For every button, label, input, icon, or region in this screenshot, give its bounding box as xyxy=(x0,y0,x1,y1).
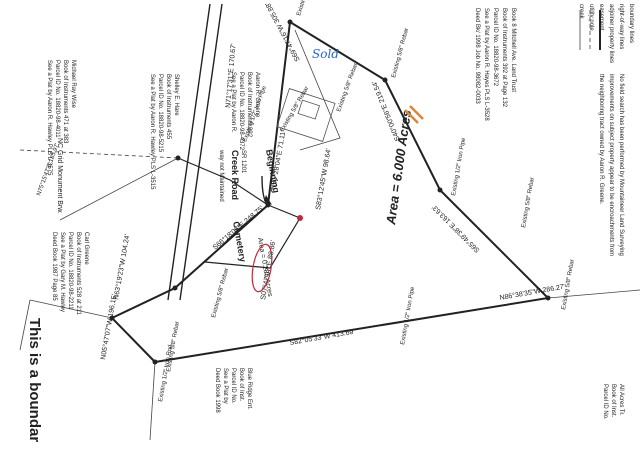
svg-text:Book of Inst.: Book of Inst. xyxy=(238,368,244,402)
adjoiner-carl-greene: Carl Greene Book of Instruments 528 at 2… xyxy=(51,232,89,316)
svg-text:Deed Bk/ 1998 Job No. 98082-00: Deed Bk/ 1998 Job No. 98082-0033 xyxy=(474,8,480,104)
svg-text:Deed Book 1987 Page 85: Deed Book 1987 Page 85 xyxy=(51,232,57,301)
svg-text:See a Plat by Aaron R. Hayes P: See a Plat by Aaron R. Hayes PLS L-3528 xyxy=(483,8,489,121)
svg-text:See a Plat by Aaron R. Hawley: See a Plat by Aaron R. Hawley PLS L-3515 xyxy=(149,74,155,190)
svg-text:N05°47'07"W 196.15': N05°47'07"W 196.15' xyxy=(99,294,118,361)
legend-item: creek xyxy=(578,4,584,20)
svg-text:Existing 5/8" Rebar: Existing 5/8" Rebar xyxy=(336,63,359,113)
rust-mark xyxy=(404,109,419,124)
adjoiner-blue-ridge: Blue Ridge Ent. Book of Inst. Parcel ID … xyxy=(214,368,252,413)
svg-text:Parcel ID No. 18820-98-2211: Parcel ID No. 18820-98-2211 xyxy=(67,232,73,310)
svg-text:Parcel ID No. 18820-98-5215: Parcel ID No. 18820-98-5215 xyxy=(157,74,163,153)
svg-text:Michael Ray Wise: Michael Ray Wise xyxy=(70,60,76,109)
corner-markers xyxy=(109,19,551,365)
svg-text:Book of Instruments 471 at 383: Book of Instruments 471 at 383 xyxy=(62,60,68,144)
svg-text:See a Plat by Aaron R. Hawley: See a Plat by Aaron R. Hawley PLS L-3575 xyxy=(46,60,52,176)
deed-block: Book 8 Mitchell Ave. Land Trust Book of … xyxy=(474,8,516,121)
adjoiner-all-acres: All Acres Tr. Book of Inst. Parcel ID No… xyxy=(602,384,624,420)
sold-annotation: Sold xyxy=(312,47,339,61)
benchmark-label: NC Grid Monument Brw. xyxy=(56,138,63,214)
svg-text:Parcel ID No. 18820-98-3672: Parcel ID No. 18820-98-3672 xyxy=(492,8,498,87)
svg-text:Existing 5/8" Rebar: Existing 5/8" Rebar xyxy=(280,86,311,133)
road-label: Creek Road xyxy=(230,150,240,200)
svg-text:Book of Instruments 392: Book of Instruments 392 xyxy=(246,72,252,138)
adjoiner-wise: Michael Ray Wise Book of Instruments 471… xyxy=(46,60,76,176)
boundary xyxy=(19,3,640,441)
adjoiner-hare: Shelley E. Hare Book of Instruments 455 … xyxy=(149,74,179,190)
svg-text:Book of Instruments 455: Book of Instruments 455 xyxy=(165,74,171,140)
svg-text:Aaron R. Greene: Aaron R. Greene xyxy=(254,72,260,118)
adjoiner-greene: Aaron R. Greene Book of Instruments 392 … xyxy=(230,72,260,151)
road-sub-label: way not Maintained xyxy=(218,149,224,202)
svg-text:Parcel ID No.: Parcel ID No. xyxy=(602,384,608,420)
svg-text:Parcel ID No. 18820-98-4011: Parcel ID No. 18820-98-4011 xyxy=(54,60,60,138)
legend-item: utility pole xyxy=(588,4,594,31)
note-line: the neighboring tract owned by Aaron R. … xyxy=(598,74,604,205)
svg-text:Carl Greene: Carl Greene xyxy=(83,232,89,265)
svg-text:S82°05'33"W 413.69': S82°05'33"W 413.69' xyxy=(289,328,355,347)
legend-swatches xyxy=(579,10,601,50)
svg-text:Book of Instruments 392 at Pag: Book of Instruments 392 at Page 132 xyxy=(501,8,507,108)
svg-text:N86°38'35"W 286.27': N86°38'35"W 286.27' xyxy=(499,283,566,302)
svg-text:See a Plat by Gary M. Hawley: See a Plat by Gary M. Hawley xyxy=(59,232,65,312)
svg-text:See a Plat by: See a Plat by xyxy=(222,368,228,404)
note-line: improvements on subject property appear … xyxy=(608,74,614,256)
svg-text:Book of Inst.: Book of Inst. xyxy=(610,384,616,418)
svg-text:Existing 5/8" Rebar: Existing 5/8" Rebar xyxy=(296,0,318,17)
svg-text:All Acres Tr.: All Acres Tr. xyxy=(618,384,624,416)
svg-text:Parcel ID No.: Parcel ID No. xyxy=(230,368,236,404)
svg-text:Shelley E. Hare: Shelley E. Hare xyxy=(173,74,179,116)
svg-text:N63°19'23"W 104.24': N63°19'23"W 104.24' xyxy=(112,234,131,301)
svg-text:Parcel ID No. 18820-98-4372: Parcel ID No. 18820-98-4372 xyxy=(238,72,244,151)
svg-text:Book of Instruments 528 at 211: Book of Instruments 528 at 211 xyxy=(75,232,81,316)
svg-text:Existing 5/8" Rebar: Existing 5/8" Rebar xyxy=(211,268,230,319)
rust-mark xyxy=(409,105,424,120)
svg-text:S83°12'45"W 98.64': S83°12'45"W 98.64' xyxy=(314,148,333,211)
svg-text:Existing 1/2" Iron Pipe: Existing 1/2" Iron Pipe xyxy=(451,137,467,197)
legend-item: adjoiner property lines xyxy=(608,4,614,63)
svg-text:Existing 1/2" Iron Pipe: Existing 1/2" Iron Pipe xyxy=(400,286,416,346)
area-label: Area = 6.000 Acres xyxy=(383,109,414,226)
svg-text:Blue Ridge Ent.: Blue Ridge Ent. xyxy=(246,368,252,410)
svg-text:Existing 5/8" Rebar: Existing 5/8" Rebar xyxy=(521,177,536,228)
legend-item: right-of-way lines xyxy=(618,4,624,49)
structures xyxy=(276,88,336,142)
bottom-note: This is a boundar xyxy=(26,318,43,442)
legend-notes: boundary lines right-of-way lines adjoin… xyxy=(578,4,634,256)
svg-text:Deed Book 1998: Deed Book 1998 xyxy=(214,368,220,413)
legend-item: boundary lines xyxy=(628,4,634,43)
note-line: No field search has been performed by Mo… xyxy=(618,74,624,256)
svg-text:S65°49'38"E 163.63': S65°49'38"E 163.63' xyxy=(430,203,481,254)
svg-text:Existing 1/2" Iron Rod: Existing 1/2" Iron Rod xyxy=(158,344,174,402)
svg-text:Existing 5/8" Rebar: Existing 5/8" Rebar xyxy=(391,28,410,79)
road-number: SR 1201 xyxy=(240,150,246,174)
svg-text:See a Plat by Aaron R.: See a Plat by Aaron R. xyxy=(230,72,236,133)
svg-text:Book 8 Mitchell Ave. Land Trus: Book 8 Mitchell Ave. Land Trust xyxy=(510,8,516,92)
cemetery-circle xyxy=(251,243,273,293)
